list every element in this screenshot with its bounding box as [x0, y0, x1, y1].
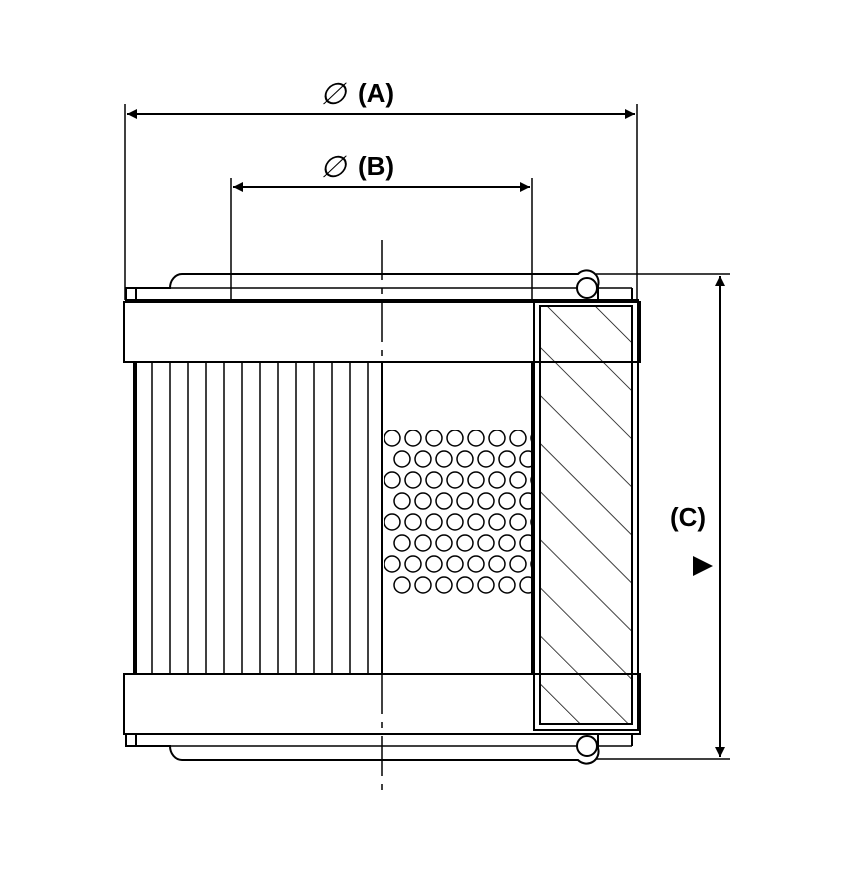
top-seal-ring — [576, 277, 598, 299]
perforation-hole — [498, 450, 516, 468]
perforation-hole — [467, 513, 485, 531]
perforation-hole — [384, 555, 401, 573]
perforation-hole — [477, 534, 495, 552]
perforation-hole — [509, 555, 527, 573]
perforation-hole — [446, 471, 464, 489]
perforation-hole — [488, 555, 506, 573]
perforation-hole — [498, 576, 516, 594]
section-outline — [533, 299, 639, 731]
perforation-hole — [509, 471, 527, 489]
perforation-hole — [456, 492, 474, 510]
perforation-hole — [488, 430, 506, 447]
perforation-hole — [519, 450, 534, 468]
perforation-hole — [498, 534, 516, 552]
perforation-hole — [530, 430, 534, 446]
perforation-hole — [488, 471, 506, 489]
dimension-c: (C) — [596, 273, 730, 760]
perforation-hole — [530, 472, 534, 488]
perforation-hole — [404, 513, 422, 531]
perforation-hole — [446, 555, 464, 573]
perforation-hole — [414, 492, 432, 510]
top-cap-outline — [125, 269, 600, 301]
bottom-seal-ring — [576, 735, 598, 757]
pleated-media — [133, 361, 383, 675]
dimension-label-b: (B) — [358, 151, 394, 181]
perforation-hole — [425, 430, 443, 447]
perforation-hole — [404, 555, 422, 573]
perforation-hole — [435, 492, 453, 510]
perforation-hole — [404, 430, 422, 447]
perforation-hole — [456, 534, 474, 552]
perforation-hole — [467, 555, 485, 573]
diameter-symbol-a: ∅ — [320, 77, 348, 112]
perforation-hole — [435, 576, 453, 594]
perforation-hole — [414, 450, 432, 468]
perforation-hole — [456, 576, 474, 594]
hatched-section — [539, 305, 633, 725]
diameter-symbol-b: ∅ — [320, 150, 348, 185]
dimension-b: ∅ (B) — [230, 150, 533, 300]
perforation-hole — [384, 471, 401, 489]
perforation-hole — [509, 513, 527, 531]
perforation-hole — [477, 492, 495, 510]
perforation-hole — [446, 430, 464, 447]
perforation-hole — [414, 576, 432, 594]
perforation-hole — [477, 450, 495, 468]
perforation-hole — [393, 450, 411, 468]
bottom-cap-outline — [125, 733, 600, 765]
perforation-hole — [467, 471, 485, 489]
perforation-hole — [519, 576, 534, 594]
perforation-hole — [530, 514, 534, 530]
perforation-hole — [435, 534, 453, 552]
perforation-hole — [456, 450, 474, 468]
arrow-right-icon — [693, 556, 713, 576]
perforation-hole — [425, 471, 443, 489]
filter-element — [123, 240, 641, 790]
perforation-hole — [435, 450, 453, 468]
perforation-hole — [384, 430, 401, 447]
pleat-lines — [151, 362, 369, 674]
perforation-hole — [393, 534, 411, 552]
perforation-hole — [425, 513, 443, 531]
perforation-hole — [414, 534, 432, 552]
dimension-label-a: (A) — [358, 78, 394, 108]
perforation-hole — [425, 555, 443, 573]
perforation-hole — [509, 430, 527, 447]
perforation-hole — [519, 534, 534, 552]
perforated-core — [384, 430, 534, 594]
dimension-a: ∅ (A) — [124, 77, 638, 300]
perforation-hole — [530, 556, 534, 572]
dimension-label-c: (C) — [670, 502, 706, 532]
perforation-hole — [498, 492, 516, 510]
perforation-hole — [384, 513, 401, 531]
perforation-hole — [519, 492, 534, 510]
perforation-hole — [467, 430, 485, 447]
perforation-hole — [477, 576, 495, 594]
perforation-hole — [404, 471, 422, 489]
inner-core — [381, 361, 533, 675]
perforation-hole — [446, 513, 464, 531]
perforation-hole — [393, 576, 411, 594]
perforation-hole — [393, 492, 411, 510]
perforation-hole — [488, 513, 506, 531]
